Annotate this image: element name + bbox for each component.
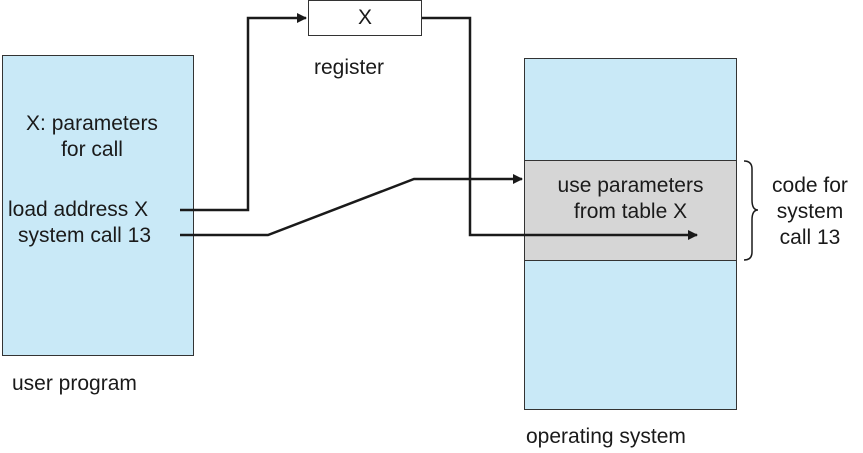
code-label-line3: call 13 bbox=[779, 226, 841, 249]
arrow-system-call-to-os-code bbox=[180, 174, 523, 237]
user-program-caption: user program bbox=[12, 372, 137, 395]
register-box bbox=[308, 0, 422, 36]
code-label-line1: code for bbox=[772, 174, 848, 197]
code-label-line2: system bbox=[776, 200, 844, 223]
instruction-load-address: load address X bbox=[8, 198, 149, 221]
param-label-line1: X: parameters bbox=[26, 112, 158, 135]
param-label-line2: for call bbox=[61, 138, 123, 161]
operating-system-caption: operating system bbox=[526, 425, 686, 448]
register-caption: register bbox=[314, 56, 385, 79]
register-value: X bbox=[357, 6, 372, 29]
user-program-box bbox=[2, 55, 194, 356]
os-code-line1: use parameters bbox=[557, 174, 704, 197]
arrow-load-address-to-register bbox=[180, 13, 307, 212]
instruction-system-call: system call 13 bbox=[18, 224, 152, 247]
os-code-line2: from table X bbox=[573, 200, 688, 223]
code-region-brace bbox=[743, 160, 759, 261]
